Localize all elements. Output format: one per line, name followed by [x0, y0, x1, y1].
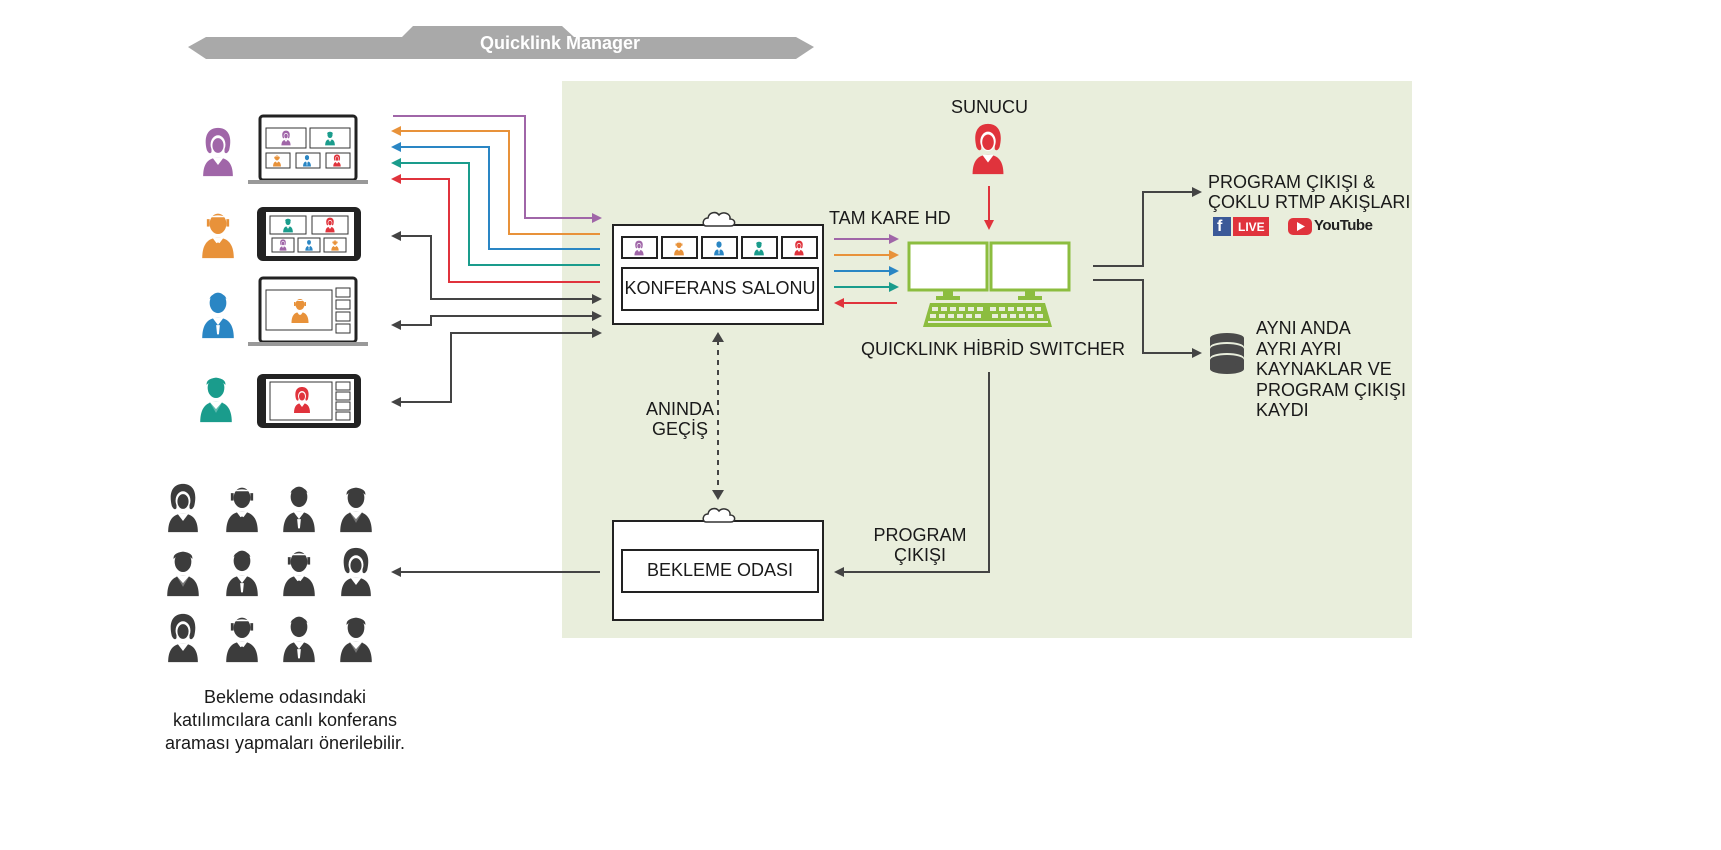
caption-line3: araması yapmaları önerilebilir. [164, 733, 406, 753]
live-label: LIVE [1238, 220, 1265, 234]
presenter-label: SUNUCU [951, 97, 1029, 117]
switcher-icon [907, 241, 1071, 327]
waiting-room-label: BEKLEME ODASI [646, 560, 794, 580]
participant-teal [200, 377, 232, 423]
tablet-icon [257, 207, 361, 261]
youtube-icon [1288, 218, 1312, 235]
incoming-streams [391, 115, 602, 283]
output-links [1093, 187, 1202, 358]
recording-line3: KAYNAKLAR VE [1256, 359, 1392, 379]
facebook-live-icon [1213, 217, 1269, 236]
laptop-icon [248, 114, 368, 184]
conference-room [612, 224, 824, 325]
instant-switch-link [712, 332, 724, 500]
youtube-label: YouTube [1314, 217, 1373, 234]
recording-line1: AYNI ANDA [1256, 318, 1351, 338]
full-frame-label: TAM KARE HD [829, 208, 951, 228]
instant-switch-line1: ANINDA [645, 399, 714, 419]
cloud-icon [702, 211, 736, 227]
switcher-label: QUICKLINK HİBRİD SWITCHER [861, 339, 1126, 359]
instant-switch-line2: GEÇİŞ [651, 419, 708, 439]
database-icon [1210, 333, 1244, 374]
waiting-audience [167, 483, 372, 663]
manager-ribbon [188, 26, 814, 59]
laptop-icon [248, 276, 368, 346]
output-line2: ÇOKLU RTMP AKIŞLARI [1208, 192, 1411, 212]
program-out-line2: ÇIKIŞI [893, 545, 946, 565]
conference-room-label: KONFERANS SALONU [624, 278, 816, 298]
full-frame-streams [834, 234, 899, 308]
recording-line4: PROGRAM ÇIKIŞI [1256, 380, 1407, 400]
cloud-icon [702, 507, 736, 523]
facebook-letter: f [1217, 218, 1223, 235]
device-links [391, 231, 602, 407]
waiting-room [612, 520, 824, 621]
tablet-icon [257, 374, 361, 428]
manager-label: Quicklink Manager [479, 33, 641, 53]
output-line1: PROGRAM ÇIKIŞI & [1208, 172, 1376, 192]
caption-line1: Bekleme odasındaki [203, 687, 367, 707]
caption-line2: katılımcılara canlı konferans [172, 710, 398, 730]
participant-blue [202, 292, 234, 339]
recording-line5: KAYDI [1256, 400, 1309, 420]
recording-line2: AYRI AYRI [1256, 339, 1342, 359]
participant-orange [202, 213, 234, 259]
program-output-link [834, 372, 990, 577]
program-out-line1: PROGRAM [873, 525, 967, 545]
participant-purple [203, 127, 233, 177]
